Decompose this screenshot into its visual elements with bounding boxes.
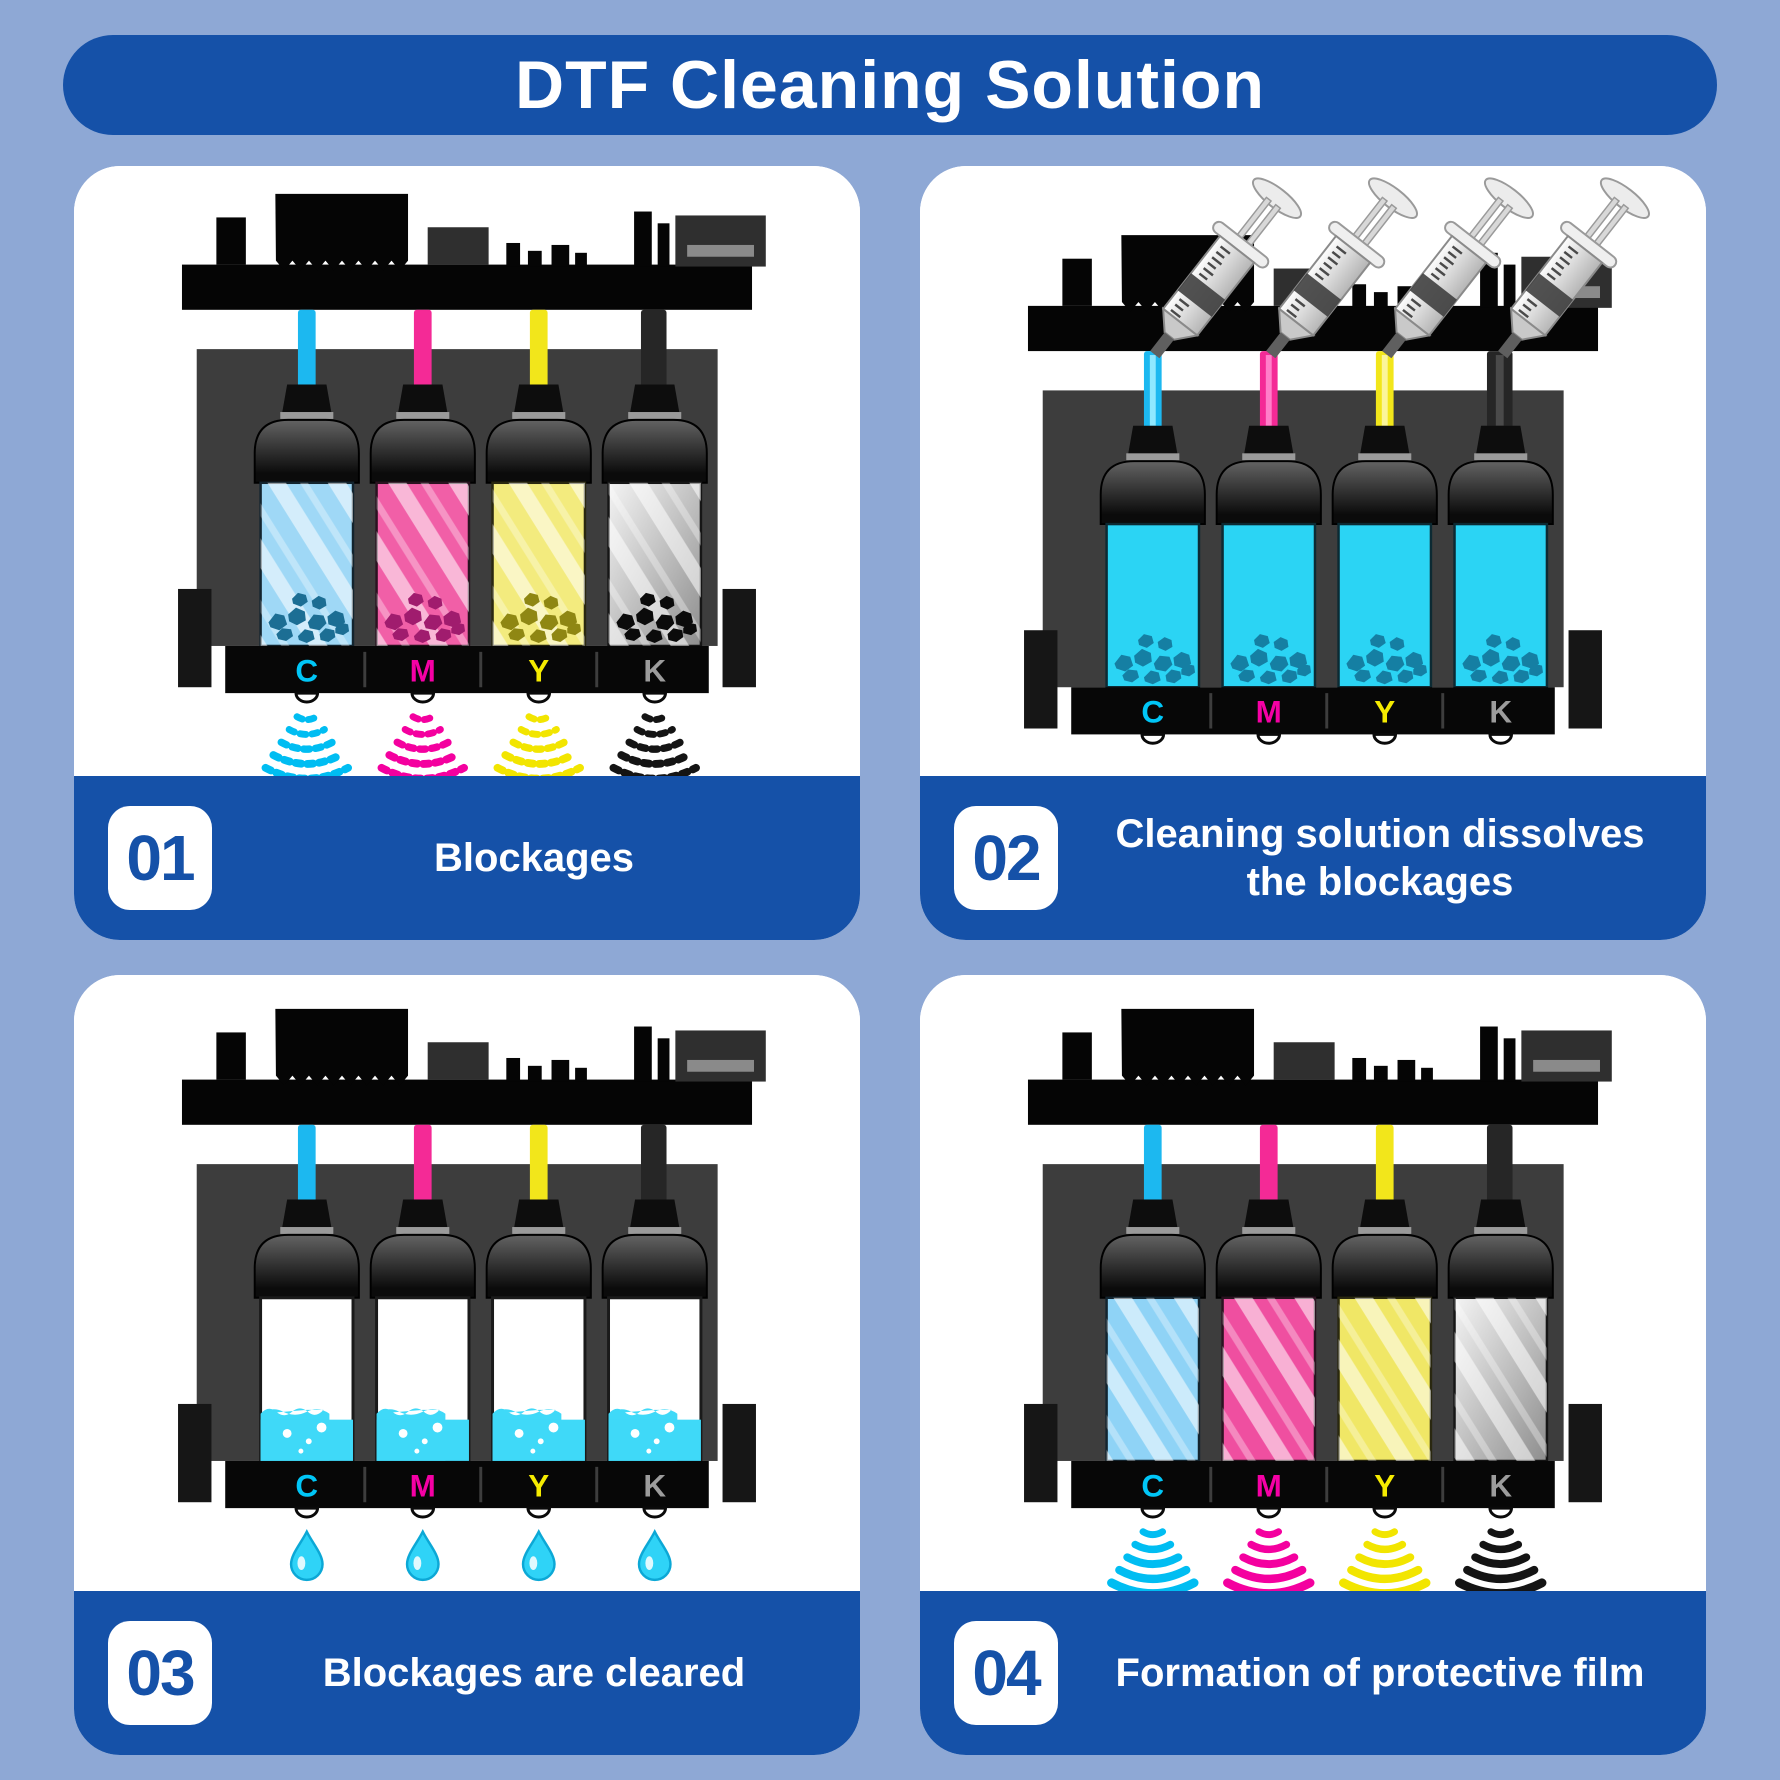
illustration-area: C M Y K [74,975,860,1591]
blocked-spray-cones [266,717,696,776]
cmyk-label-k: K [643,1468,666,1503]
spray-cone-yellow [1343,1532,1426,1591]
ink-tubes [297,1124,667,1204]
cmyk-label-m: M [1256,1468,1282,1503]
cmyk-label-c: C [295,653,318,688]
ink-cartridge-black [607,481,703,648]
cmyk-label-m: M [410,653,436,688]
cmyk-label-strip: C M Y K [225,1460,709,1519]
step-number-badge: 01 [108,806,212,910]
cmyk-label-y: Y [1374,695,1395,730]
nozzles [1140,1506,1514,1519]
step-number: 03 [126,1637,195,1709]
ink-tubes [1143,1124,1513,1204]
cmyk-label-m: M [1256,695,1282,730]
print-head-carriage [1027,1008,1612,1125]
cmyk-label-k: K [1489,695,1512,730]
cmyk-label-m: M [410,1468,436,1503]
ink-cartridge-magenta [375,481,471,648]
panel-step-03: C M Y K 03 Blockages are cleared [74,975,860,1755]
cmyk-label-k: K [643,653,666,688]
step-caption: Blockages [433,836,635,880]
step-number-badge: 03 [108,1621,212,1725]
ink-drop-icon [289,1530,324,1582]
ink-tubes [297,309,667,389]
cmyk-label-y: Y [528,653,549,688]
cmyk-label-c: C [1141,1468,1164,1503]
printer-protective-film-illustration: C M Y K [1024,1008,1612,1591]
print-head-carriage [181,193,766,310]
step-number: 04 [972,1637,1041,1709]
page-title: DTF Cleaning Solution [514,47,1266,123]
step-caption: Formation of protective film [1115,1651,1645,1695]
panel-step-04: C M Y K 04 Formation of protective film [920,975,1706,1755]
cmyk-label-strip: C M Y K [1071,687,1555,745]
cmyk-label-strip: C M Y K [225,645,709,704]
emptied-cartridges [259,1296,703,1463]
spray-cone-magenta [1227,1532,1310,1591]
printer-cleared-illustration: C M Y K [178,1008,766,1582]
ink-drop-icon [637,1530,672,1582]
clean-spray-cones [1112,1532,1542,1591]
solution-drops [289,1530,672,1582]
ink-drop-icon [405,1530,440,1582]
panel-step-02: C M Y K 02 Cleaning solution dissolves t [920,166,1706,940]
step-number: 01 [126,822,195,894]
protected-ink-cartridges [1105,1296,1549,1463]
cmyk-label-strip: C M Y K [1071,1460,1555,1519]
ink-cartridge-cyan [259,481,355,648]
caption-bar: 04 Formation of protective film [920,1591,1706,1755]
panel-step-01: C M Y K 01 Blockages [74,166,860,940]
printer-blockages-illustration: C M Y K [178,193,766,776]
nozzles [1140,732,1514,745]
printer-cleaning-illustration: C M Y K [1024,168,1657,745]
spray-cone-cyan [1112,1532,1195,1591]
cmyk-label-c: C [295,1468,318,1503]
step-caption: Cleaning solution dissolves the blockage… [1115,812,1645,904]
step-caption: Blockages are cleared [322,1651,746,1695]
ink-drop-icon [521,1530,556,1582]
spray-cone-black [1459,1532,1542,1591]
print-head-carriage [181,1008,766,1125]
nozzles [294,691,668,704]
caption-bar: 01 Blockages [74,776,860,940]
cmyk-label-y: Y [1374,1468,1395,1503]
illustration-area: C M Y K [920,975,1706,1591]
illustration-area: C M Y K [920,166,1706,776]
illustration-area: C M Y K [74,166,860,776]
caption-bar: 03 Blockages are cleared [74,1591,860,1755]
step-number-badge: 02 [954,806,1058,910]
step-number: 02 [972,822,1041,894]
cmyk-label-c: C [1141,695,1164,730]
cmyk-label-y: Y [528,1468,549,1503]
cartridges-with-cleaning-solution [1105,522,1549,689]
ink-cartridge-yellow [491,481,587,648]
caption-bar: 02 Cleaning solution dissolves the block… [920,776,1706,940]
step-number-badge: 04 [954,1621,1058,1725]
ink-tubes [1143,351,1513,430]
title-banner: DTF Cleaning Solution [63,35,1717,135]
cmyk-label-k: K [1489,1468,1512,1503]
nozzles [294,1506,668,1519]
